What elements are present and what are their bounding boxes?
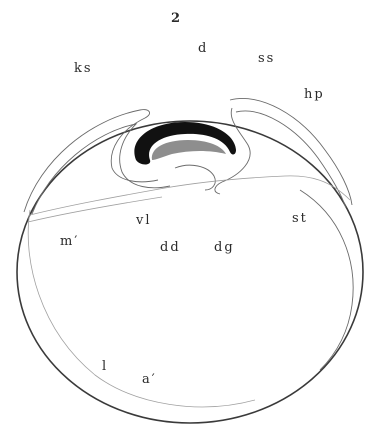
neural-tube <box>134 122 236 190</box>
label-a-prime: a′ <box>142 372 157 387</box>
outer-sphere <box>17 121 363 423</box>
label-vl: vl <box>135 213 152 228</box>
figure-number: 2 <box>171 11 180 26</box>
label-l: l <box>102 359 108 374</box>
label-ss: ss <box>258 51 275 66</box>
label-d: d <box>198 41 208 56</box>
label-hp: hp <box>304 87 325 102</box>
label-dg: dg <box>214 240 235 255</box>
label-st: st <box>292 211 308 226</box>
right-amniotic-fold <box>215 98 352 208</box>
label-dd: dd <box>160 240 181 255</box>
label-ks: ks <box>74 61 93 76</box>
label-m-prime: m′ <box>60 234 79 249</box>
